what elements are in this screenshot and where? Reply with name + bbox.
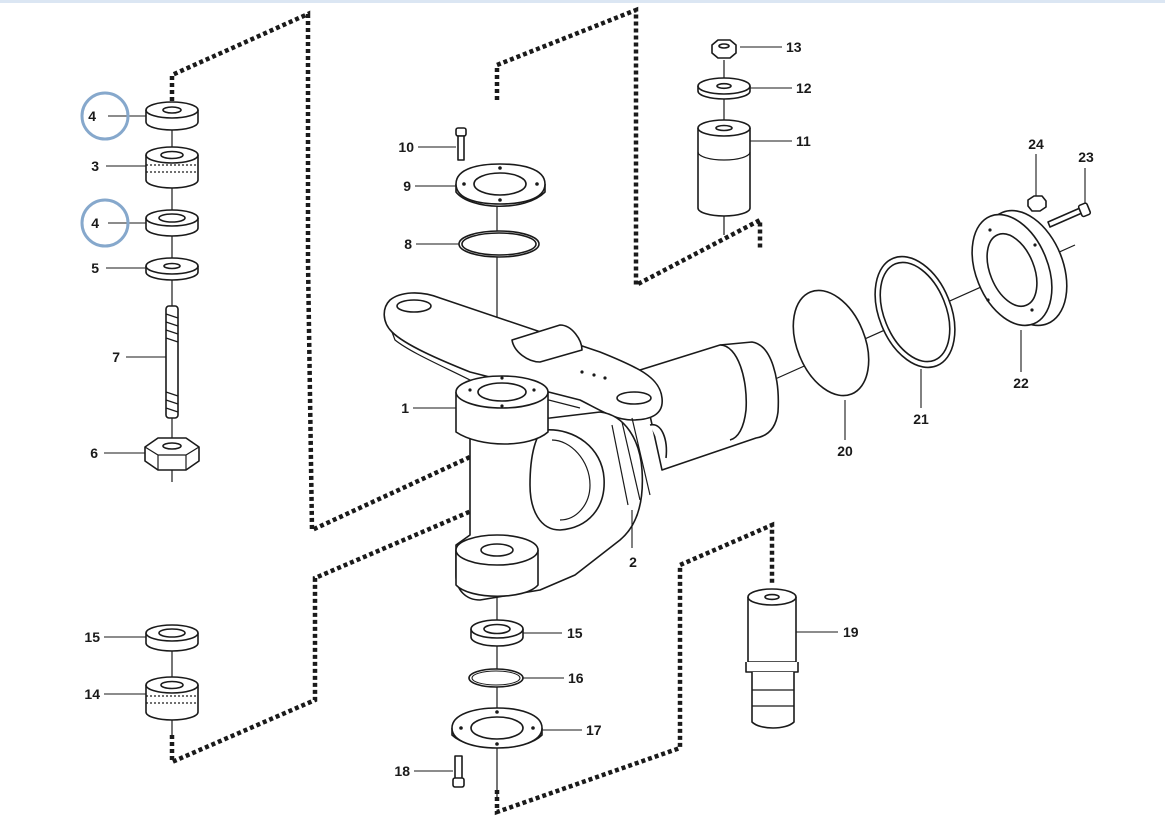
left-stack (144, 101, 200, 471)
seal-4-lower (145, 209, 199, 237)
callout-2[interactable]: 2 (629, 554, 637, 570)
steering-knuckle (383, 292, 780, 601)
nut-13 (711, 39, 737, 59)
bearing-3 (145, 146, 199, 189)
highlight-ring-upper (80, 91, 130, 141)
bushing-11 (697, 119, 751, 217)
cover-plate-9 (455, 163, 546, 207)
callout-12[interactable]: 12 (796, 80, 812, 96)
o-ring-16 (468, 668, 524, 688)
callout-18[interactable]: 18 (394, 763, 410, 779)
callout-6[interactable]: 6 (90, 445, 98, 461)
spindle (639, 341, 780, 471)
callout-15-center[interactable]: 15 (567, 625, 583, 641)
guide-line-top-right (494, 6, 763, 289)
callout-17[interactable]: 17 (586, 722, 602, 738)
bearing-cup-15-center (470, 619, 524, 647)
top-right-stack (697, 39, 751, 217)
assembly-guide-lines (169, 6, 775, 816)
part-4-highlights (80, 91, 130, 248)
callout-labels: 4 3 4 5 7 6 10 9 8 1 2 13 12 11 24 23 22… (84, 39, 1094, 779)
callout-20[interactable]: 20 (837, 443, 853, 459)
lower-boss (455, 534, 539, 598)
bottom-left-stack (145, 624, 199, 721)
leader-lines (104, 46, 1086, 772)
callout-3[interactable]: 3 (91, 158, 99, 174)
callout-5[interactable]: 5 (91, 260, 99, 276)
seal-4-upper (145, 101, 199, 131)
screw-18 (452, 755, 465, 788)
guide-line-top-left (169, 10, 497, 534)
king-pin-19 (745, 588, 799, 729)
callout-4-upper[interactable]: 4 (88, 108, 96, 124)
spindle-stack (792, 195, 1092, 397)
callout-16[interactable]: 16 (568, 670, 584, 686)
flange-22 (971, 209, 1068, 327)
nut-6 (144, 437, 200, 471)
callout-15-left[interactable]: 15 (84, 629, 100, 645)
top-center-stack (455, 127, 546, 258)
callout-22[interactable]: 22 (1013, 375, 1029, 391)
o-ring-20 (792, 289, 870, 397)
stud-7 (165, 305, 179, 419)
guide-line-bottom-left (169, 496, 500, 766)
callout-9[interactable]: 9 (403, 178, 411, 194)
washer-12 (697, 77, 751, 100)
screw-10 (455, 127, 467, 161)
callout-19[interactable]: 19 (843, 624, 859, 640)
bolt-23 (1047, 202, 1092, 228)
callout-23[interactable]: 23 (1078, 149, 1094, 165)
upper-boss-1 (455, 375, 549, 445)
callout-21[interactable]: 21 (913, 411, 929, 427)
callout-24[interactable]: 24 (1028, 136, 1044, 152)
callout-4-lower[interactable]: 4 (91, 215, 99, 231)
top-border (0, 0, 1165, 3)
callout-13[interactable]: 13 (786, 39, 802, 55)
seal-21 (874, 255, 956, 369)
callout-11[interactable]: 11 (796, 133, 811, 149)
washer-5 (145, 257, 199, 281)
callout-10[interactable]: 10 (398, 139, 414, 155)
callout-14[interactable]: 14 (84, 686, 100, 702)
bolt-24 (1027, 195, 1047, 212)
callout-8[interactable]: 8 (404, 236, 412, 252)
callout-1[interactable]: 1 (401, 400, 409, 416)
highlight-ring-lower (80, 198, 130, 248)
callout-7[interactable]: 7 (112, 349, 120, 365)
bottom-center-stack (451, 619, 543, 788)
bearing-14 (145, 676, 199, 721)
cover-plate-17 (451, 707, 543, 749)
bearing-cup-15-left (145, 624, 199, 652)
